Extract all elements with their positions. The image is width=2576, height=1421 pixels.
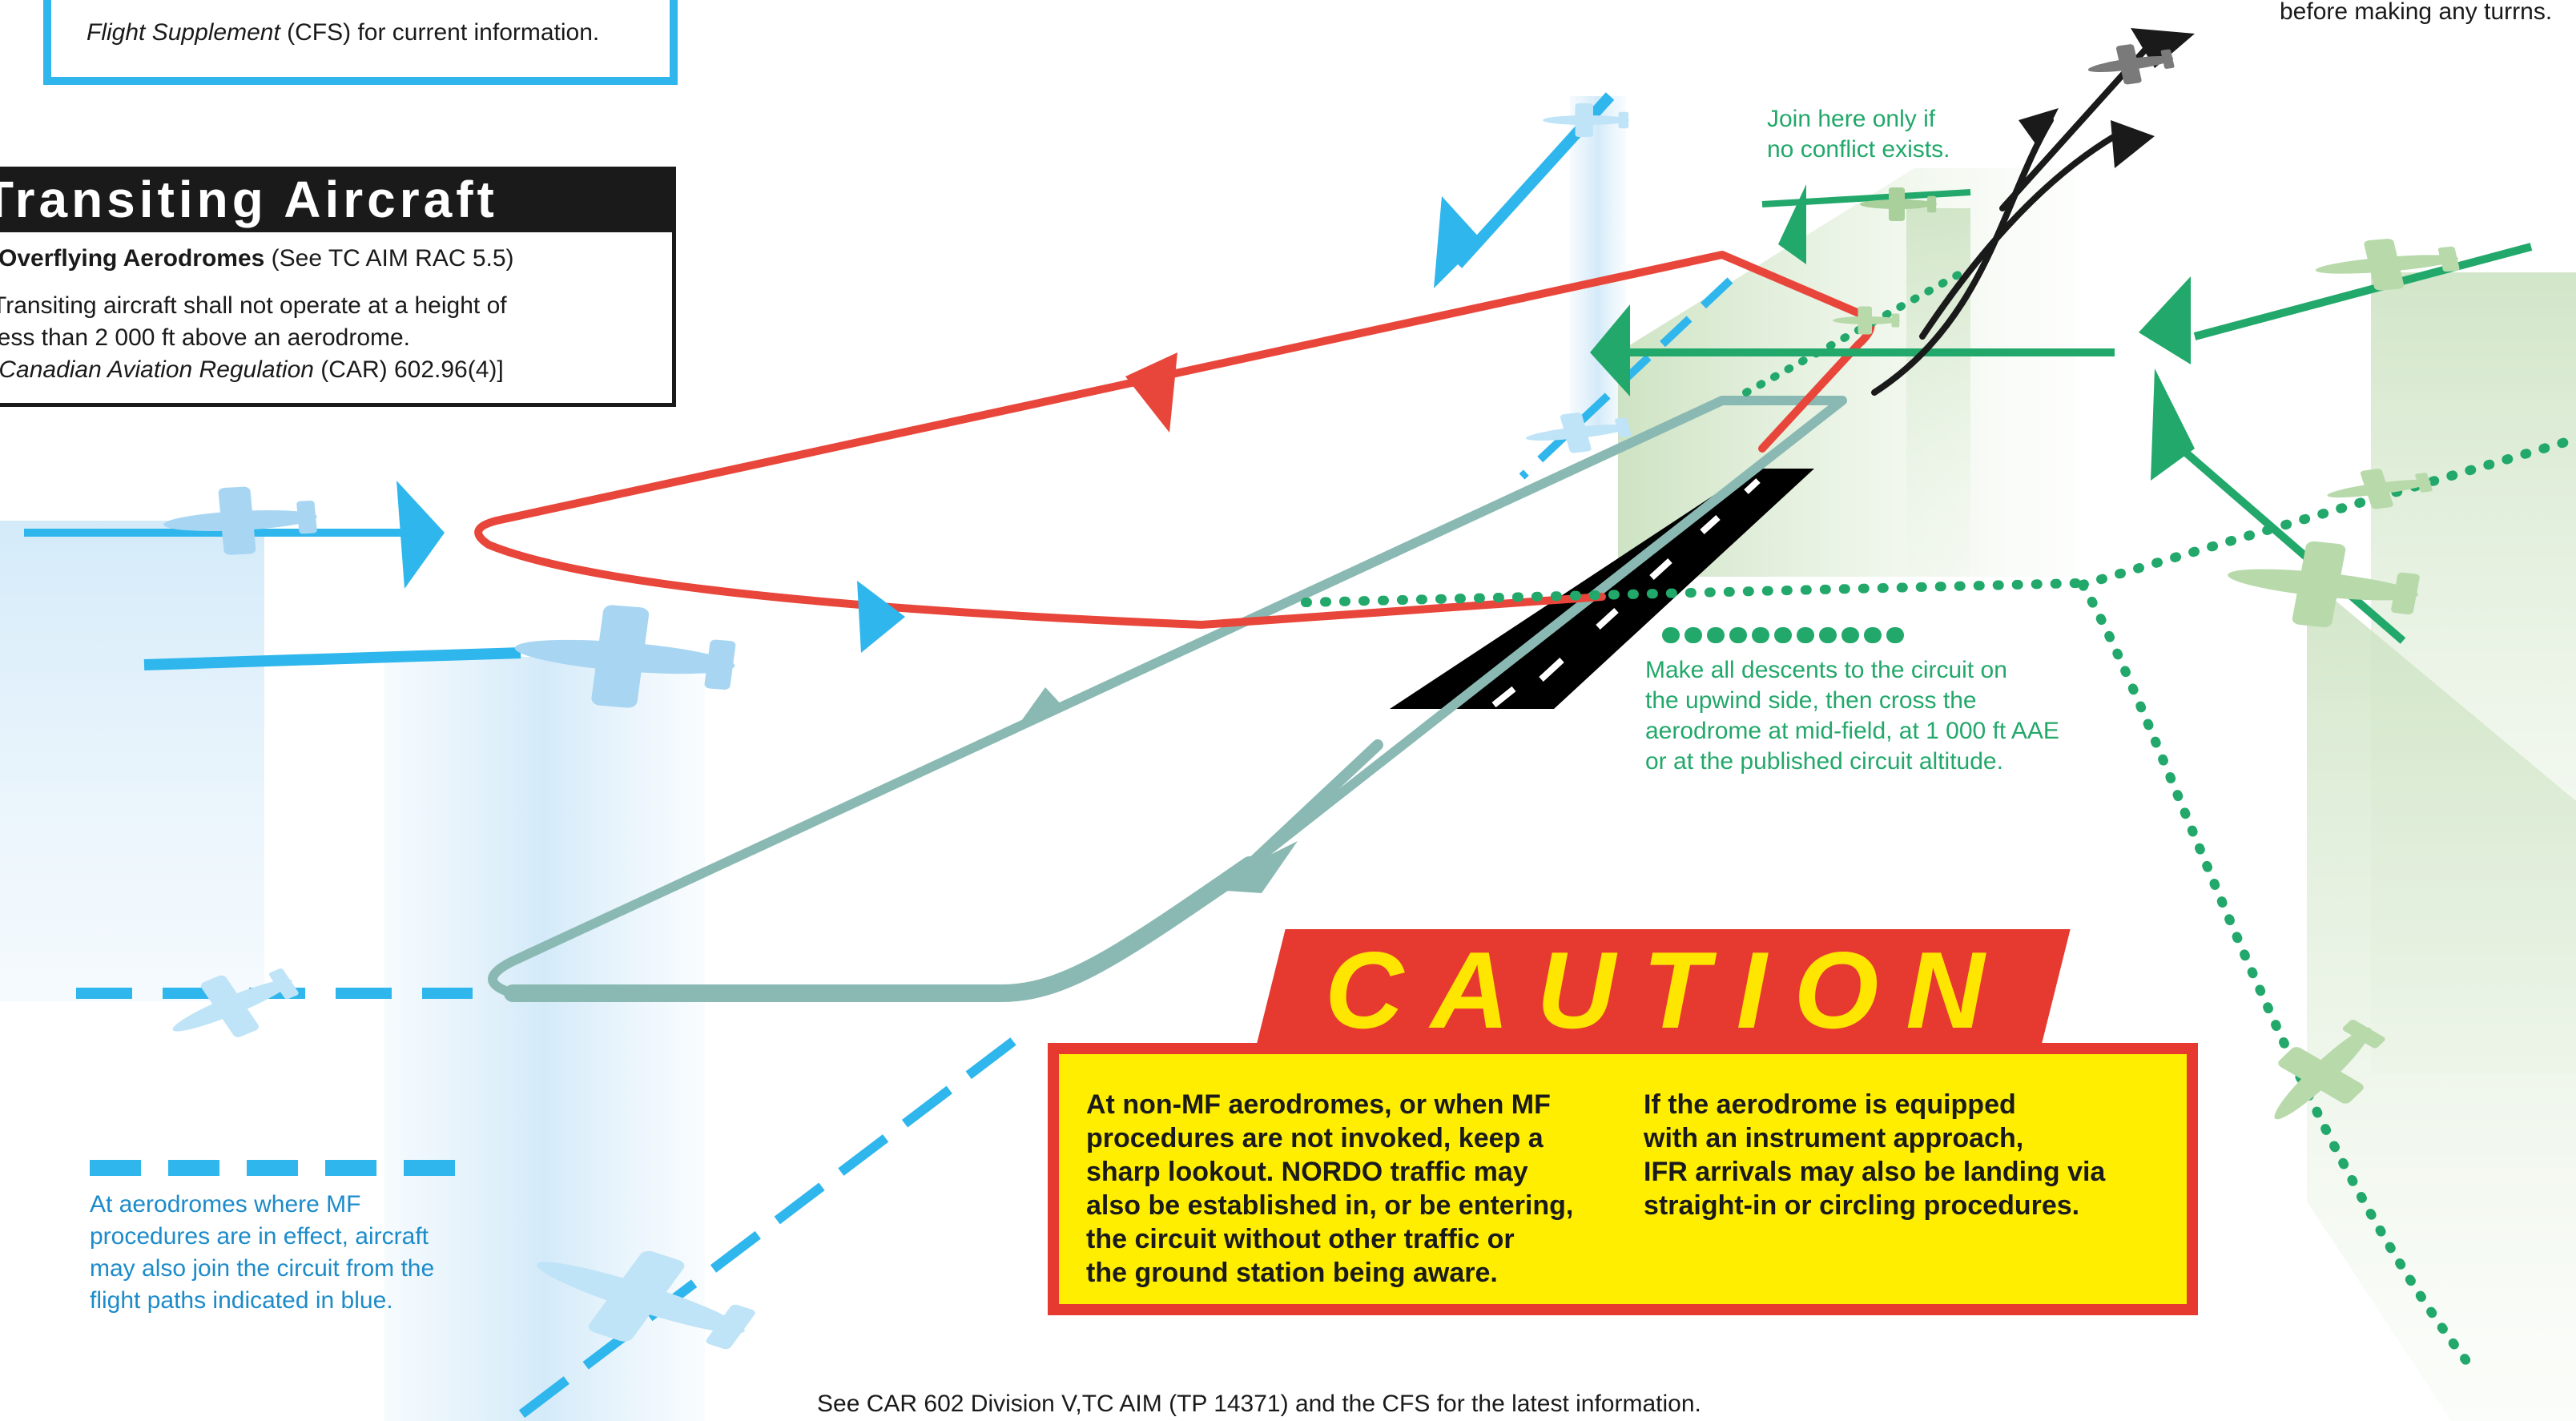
teal-arrow-head-upwind [1201,841,1298,893]
green-arrow-head-join [1590,304,1630,397]
transiting-body-line: Transiting aircraft shall not operate at… [0,292,507,319]
descent-note-line: or at the published circuit altitude. [1645,748,2003,775]
cfs-info-italic: Flight Supplement [87,19,280,46]
green-arrow-head-right [2139,276,2191,364]
red-arrow-head-upper [1125,352,1177,433]
cfs-info-box [43,0,678,85]
caution-inner: At non-MF aerodromes, or when MF procedu… [1056,1051,2190,1307]
caution-left-line: At non-MF aerodromes, or when MF [1086,1089,1551,1120]
caution-right-column: If the aerodrome is equipped with an ins… [1644,1088,2105,1222]
blue-arrow-head-left [396,481,445,589]
transiting-body: Transiting aircraft shall not operate at… [0,290,507,386]
caution-right-line: If the aerodrome is equipped [1644,1089,2016,1120]
green-column-lower [2307,577,2576,1421]
transiting-car-italic: Canadian Aviation Regulation [0,356,314,383]
footer-reference: See CAR 602 Division V,TC AIM (TP 14371)… [817,1391,1701,1417]
turns-note: before making any turrns. [2280,0,2553,25]
join-note-line: Join here only if [1767,106,1936,132]
blue-column-left [0,521,264,1001]
mf-note-line: may also join the circuit from the [90,1255,435,1282]
altitude-columns [0,96,2576,1421]
green-arrow-head-upper [1778,184,1806,264]
departure-arrow-up [2131,28,2195,68]
mf-note-line: flight paths indicated in blue. [90,1287,393,1314]
caution-left-line: also be established in, or be entering, [1086,1190,1574,1221]
cfs-info-rest: (CFS) for current information. [280,19,600,46]
blue-arrow-head-center [857,581,905,653]
cfs-info-text: Flight Supplement (CFS) for current info… [87,19,599,46]
caution-left-column: At non-MF aerodromes, or when MF procedu… [1086,1088,1573,1290]
transiting-car-rest: (CAR) 602.96(4)] [313,356,504,383]
mf-note-line: At aerodromes where MF [90,1191,361,1218]
teal-circuit-path [488,396,1847,1002]
departure-arrow-right [2111,120,2155,168]
transiting-subheading-rest: (See TC AIM RAC 5.5) [264,245,514,272]
blue-arrow-head-upper [1434,196,1482,288]
mf-note: At aerodromes where MF procedures are in… [90,1189,434,1317]
caution-left-line: the circuit without other traffic or [1086,1224,1515,1254]
join-note-line: no conflict exists. [1767,136,1950,163]
descent-note-line: the upwind side, then cross the [1645,687,1977,714]
mf-note-line: procedures are in effect, aircraft [90,1223,429,1250]
caution-left-line: procedures are not invoked, keep a [1086,1123,1544,1153]
descent-note-line: aerodrome at mid-field, at 1 000 ft AAE [1645,718,2059,744]
caution-right-line: IFR arrivals may also be landing via [1644,1157,2106,1187]
transiting-title: Transiting Aircraft [0,171,498,228]
descent-note-line: Make all descents to the circuit on [1645,657,2007,683]
join-note: Join here only if no conflict exists. [1767,104,1950,165]
caution-right-line: with an instrument approach, [1644,1123,2024,1153]
caution-left-line: the ground station being aware. [1086,1258,1498,1288]
departure-arrow-left [2019,108,2059,148]
transiting-body-line: less than 2 000 ft above an aerodrome. [0,324,411,351]
descent-note: Make all descents to the circuit on the … [1645,655,2059,777]
green-column-upper [1906,208,1970,577]
caution-left-line: sharp lookout. NORDO traffic may [1086,1157,1528,1187]
transiting-header [0,167,676,232]
transiting-subheading-bold: Overflying Aerodromes [0,245,265,272]
caution-title: CAUTION [1325,929,2012,1051]
caution-box: At non-MF aerodromes, or when MF procedu… [1048,1043,2198,1315]
transiting-body-line: [Canadian Aviation Regulation (CAR) 602.… [0,354,507,386]
teal-arrow-head-downwind [1021,687,1065,721]
transiting-subheading: Overflying Aerodromes (See TC AIM RAC 5.… [0,245,514,272]
green-arrow-head-descend [2151,368,2195,481]
green-join-paths [1301,189,2576,1367]
caution-right-line: straight-in or circling procedures. [1644,1190,2080,1221]
